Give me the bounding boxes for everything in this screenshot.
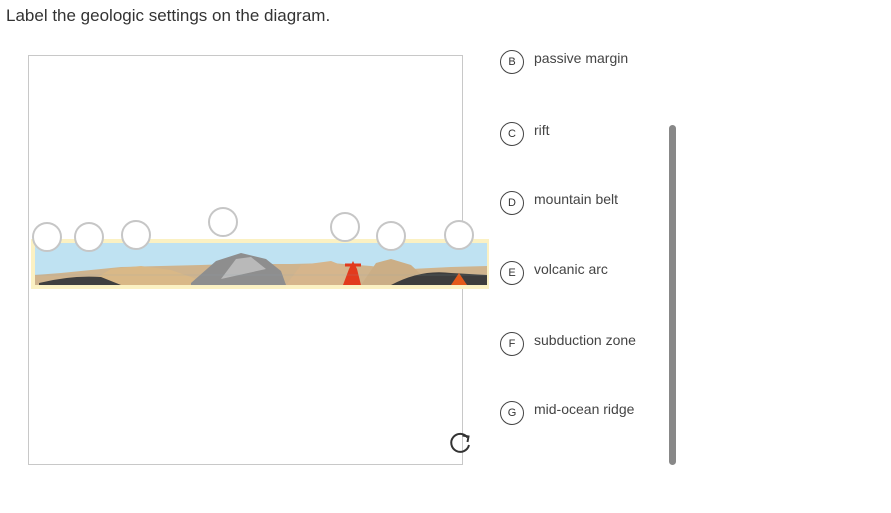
label-text: mountain belt (534, 191, 619, 207)
label-mid-ocean-ridge[interactable]: G mid-ocean ridge (500, 401, 644, 425)
drop-target-6[interactable] (376, 221, 406, 251)
drop-target-3[interactable] (121, 220, 151, 250)
label-text: volcanic arc (534, 261, 608, 277)
label-subduction-zone[interactable]: F subduction zone (500, 332, 644, 356)
drop-target-5[interactable] (330, 212, 360, 242)
diagram-area (28, 55, 489, 465)
label-text: subduction zone (534, 332, 636, 348)
drop-target-2[interactable] (74, 222, 104, 252)
label-bank-scrollbar[interactable] (669, 125, 676, 465)
drop-target-1[interactable] (32, 222, 62, 252)
drop-target-4[interactable] (208, 207, 238, 237)
label-bank: B passive margin C rift D mountain belt … (500, 0, 660, 513)
label-letter-badge: B (500, 50, 524, 74)
label-letter-badge: C (500, 122, 524, 146)
label-text: mid-ocean ridge (534, 401, 635, 417)
label-text: passive margin (534, 50, 629, 66)
label-letter-badge: D (500, 191, 524, 215)
label-volcanic-arc[interactable]: E volcanic arc (500, 261, 644, 285)
label-letter-badge: E (500, 261, 524, 285)
reset-icon[interactable] (448, 430, 474, 456)
label-text: rift (534, 122, 550, 138)
label-rift[interactable]: C rift (500, 122, 644, 146)
drop-target-7[interactable] (444, 220, 474, 250)
label-passive-margin[interactable]: B passive margin (500, 50, 644, 74)
label-mountain-belt[interactable]: D mountain belt (500, 191, 644, 215)
geologic-cross-section-image (31, 239, 489, 289)
question-prompt: Label the geologic settings on the diagr… (6, 6, 331, 25)
label-letter-badge: G (500, 401, 524, 425)
label-letter-badge: F (500, 332, 524, 356)
